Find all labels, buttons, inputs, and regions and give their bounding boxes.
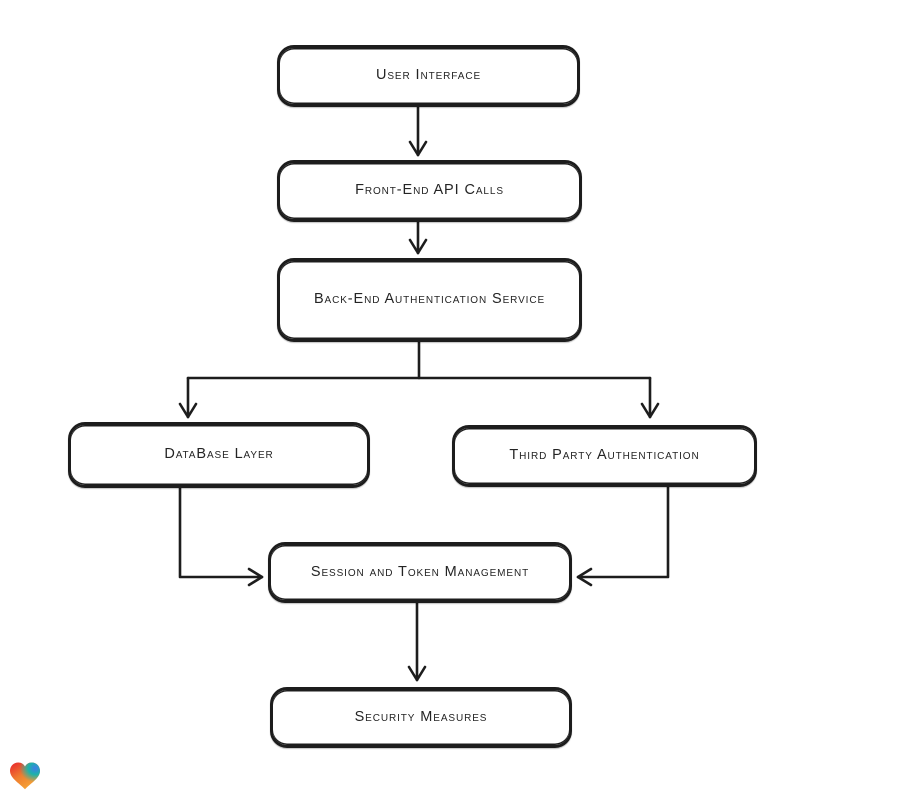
node-security-measures-label: Security Measures (354, 708, 488, 725)
edge-third-party-auth-to-session-token (576, 485, 670, 587)
node-database-layer-label: DataBase Layer (164, 446, 274, 463)
node-back-end-authentication-service-label: Back-End Authentication Service (313, 291, 546, 308)
node-front-end-api-calls-label: Front-End API Calls (355, 182, 504, 199)
node-session-and-token-management: Session and Token Management (268, 542, 572, 603)
heart-logo-icon (10, 762, 40, 790)
node-third-party-authentication-label: Third Party Authentication (509, 447, 700, 464)
edge-database-layer-to-session-token (178, 486, 264, 587)
node-security-measures: Security Measures (270, 687, 572, 748)
node-user-interface-label: User Interface (375, 67, 482, 84)
node-user-interface: User Interface (277, 45, 580, 107)
node-front-end-api-calls: Front-End API Calls (277, 160, 582, 222)
node-database-layer: DataBase Layer (68, 422, 370, 488)
node-back-end-authentication-service: Back-End Authentication Service (277, 258, 582, 342)
node-session-and-token-management-label: Session and Token Management (310, 563, 530, 580)
node-third-party-authentication: Third Party Authentication (452, 425, 757, 487)
